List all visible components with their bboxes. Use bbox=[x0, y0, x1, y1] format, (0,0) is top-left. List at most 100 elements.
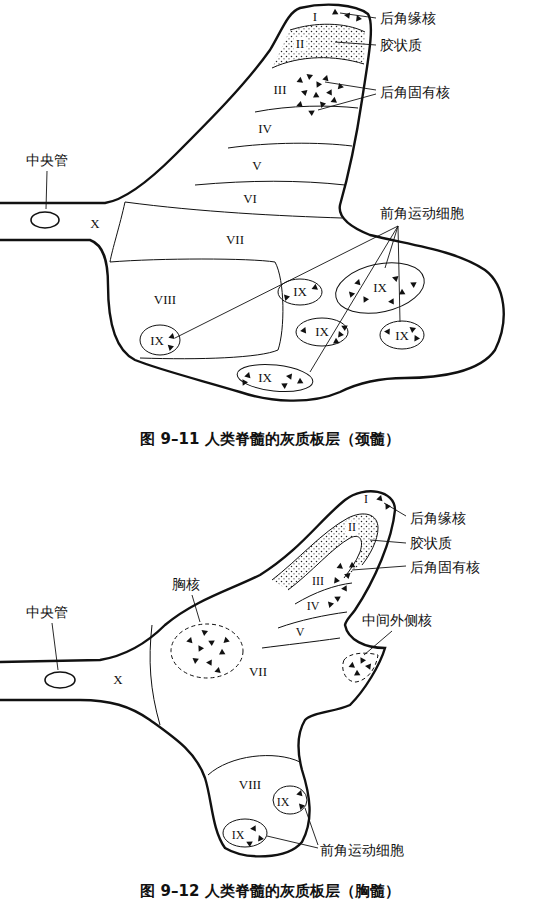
neuron-cell bbox=[314, 80, 322, 88]
neuron-cell bbox=[191, 655, 200, 664]
neuron-cell bbox=[354, 670, 360, 676]
thoracic-section bbox=[0, 491, 406, 856]
neuron-cell bbox=[336, 330, 344, 338]
lamina-boundary bbox=[278, 612, 347, 628]
neuron-cell bbox=[384, 327, 393, 335]
lamina-number: IV bbox=[258, 122, 272, 137]
lamina-number: X bbox=[113, 673, 122, 688]
lamina-number: IX bbox=[258, 371, 272, 386]
nucleus-label: 胸核 bbox=[172, 576, 200, 592]
neuron-cell bbox=[326, 88, 334, 96]
neuron-cell bbox=[297, 76, 304, 83]
lamina-number: I bbox=[313, 10, 317, 25]
neuron-cell bbox=[344, 571, 353, 580]
neuron-cell bbox=[409, 279, 417, 287]
lamina-boundary bbox=[272, 514, 378, 580]
lamina-number: IX bbox=[395, 329, 409, 344]
leader-line bbox=[398, 226, 400, 322]
lamina-boundary bbox=[228, 143, 352, 148]
structure-label: 中央管 bbox=[26, 152, 68, 168]
neuron-cell bbox=[297, 801, 306, 810]
nucleus-label: 后角缘核 bbox=[380, 10, 436, 26]
leader-line bbox=[352, 566, 406, 570]
neuron-cell bbox=[282, 292, 291, 301]
leader-line bbox=[175, 226, 398, 338]
leader-line bbox=[385, 226, 398, 268]
lamina-number: IX bbox=[315, 325, 329, 340]
neuron-cell bbox=[222, 636, 229, 643]
neuron-cell bbox=[412, 334, 420, 342]
gray-matter-outline bbox=[0, 5, 504, 401]
neuron-cell bbox=[344, 11, 353, 20]
stipple-region bbox=[272, 514, 378, 590]
neuron-cell bbox=[332, 576, 340, 584]
lamina-boundary bbox=[110, 202, 125, 262]
lamina-number: V bbox=[296, 626, 305, 640]
lamina-number: II bbox=[346, 521, 358, 535]
neuron-cell bbox=[296, 100, 304, 107]
neuron-cell bbox=[300, 326, 308, 334]
neuron-cell bbox=[336, 82, 344, 89]
neuron-cell bbox=[244, 371, 252, 379]
nucleus-label: 前角运动细胞 bbox=[380, 205, 464, 221]
lamina-number: IX bbox=[232, 829, 245, 843]
nucleus-label: 前角运动细胞 bbox=[320, 842, 404, 858]
central-canal bbox=[45, 672, 75, 688]
neuron-cell bbox=[307, 72, 315, 80]
lamina-number: X bbox=[90, 217, 99, 232]
leader-line bbox=[335, 42, 376, 45]
lamina-boundary bbox=[272, 58, 364, 68]
lamina-number: III bbox=[274, 83, 287, 98]
neuron-cell bbox=[214, 666, 222, 673]
leader-line bbox=[318, 94, 376, 110]
neuron-cell bbox=[358, 656, 366, 664]
neuron-cell bbox=[388, 297, 396, 305]
neuron-cell bbox=[361, 295, 369, 303]
neuron-cell bbox=[312, 283, 319, 290]
lamina-number: IX bbox=[373, 281, 387, 296]
lamina-number: IX bbox=[150, 334, 164, 349]
neuron-cell bbox=[297, 378, 303, 384]
neuron-cell bbox=[354, 14, 362, 22]
central-canal bbox=[31, 212, 59, 228]
neuron-cell bbox=[166, 342, 175, 351]
neuron-cell bbox=[383, 502, 391, 510]
neuron-cell bbox=[349, 661, 356, 668]
lamina-boundary bbox=[262, 638, 340, 648]
lamina-boundary bbox=[195, 181, 345, 185]
lamina-boundary bbox=[288, 536, 362, 590]
nucleus-label: 后角缘核 bbox=[410, 510, 466, 526]
figure-caption: 图 9–12 人类脊髓的灰质板层（胸髓） bbox=[140, 883, 399, 900]
neuron-cell bbox=[280, 380, 288, 388]
lamina-ix-outline bbox=[380, 321, 424, 349]
nucleus-label: 胶状质 bbox=[410, 535, 452, 551]
neuron-cell bbox=[208, 638, 216, 646]
leader-line bbox=[267, 836, 318, 848]
lamina-number: VIII bbox=[239, 778, 261, 793]
lamina-number: VI bbox=[243, 192, 257, 207]
neuron-cell bbox=[349, 290, 356, 297]
lamina-number: VIII bbox=[154, 293, 176, 308]
nucleus-label: 中间外侧核 bbox=[362, 612, 432, 628]
lamina-boundary bbox=[208, 756, 300, 775]
gray-matter-outline bbox=[0, 491, 395, 856]
neuron-cell bbox=[322, 74, 330, 82]
lamina-ix-outline bbox=[236, 361, 314, 395]
lamina-number: IX bbox=[293, 285, 307, 300]
lamina-number: III bbox=[312, 575, 324, 589]
neuron-cell bbox=[250, 824, 258, 832]
neuron-cell bbox=[341, 323, 349, 331]
lamina-boundary bbox=[255, 106, 358, 112]
intermediolateral-nucleus-outline bbox=[343, 653, 378, 682]
leader-line bbox=[192, 595, 200, 622]
leader-line bbox=[46, 171, 47, 209]
neuron-cell bbox=[337, 562, 344, 569]
neuron-cells bbox=[166, 9, 421, 389]
neuron-cell bbox=[219, 649, 225, 655]
neuron-cell bbox=[186, 636, 194, 644]
neuron-cell bbox=[410, 325, 418, 333]
neuron-cell bbox=[313, 92, 319, 98]
lamina-boundary bbox=[290, 24, 365, 32]
lamina-number: IV bbox=[307, 600, 320, 614]
